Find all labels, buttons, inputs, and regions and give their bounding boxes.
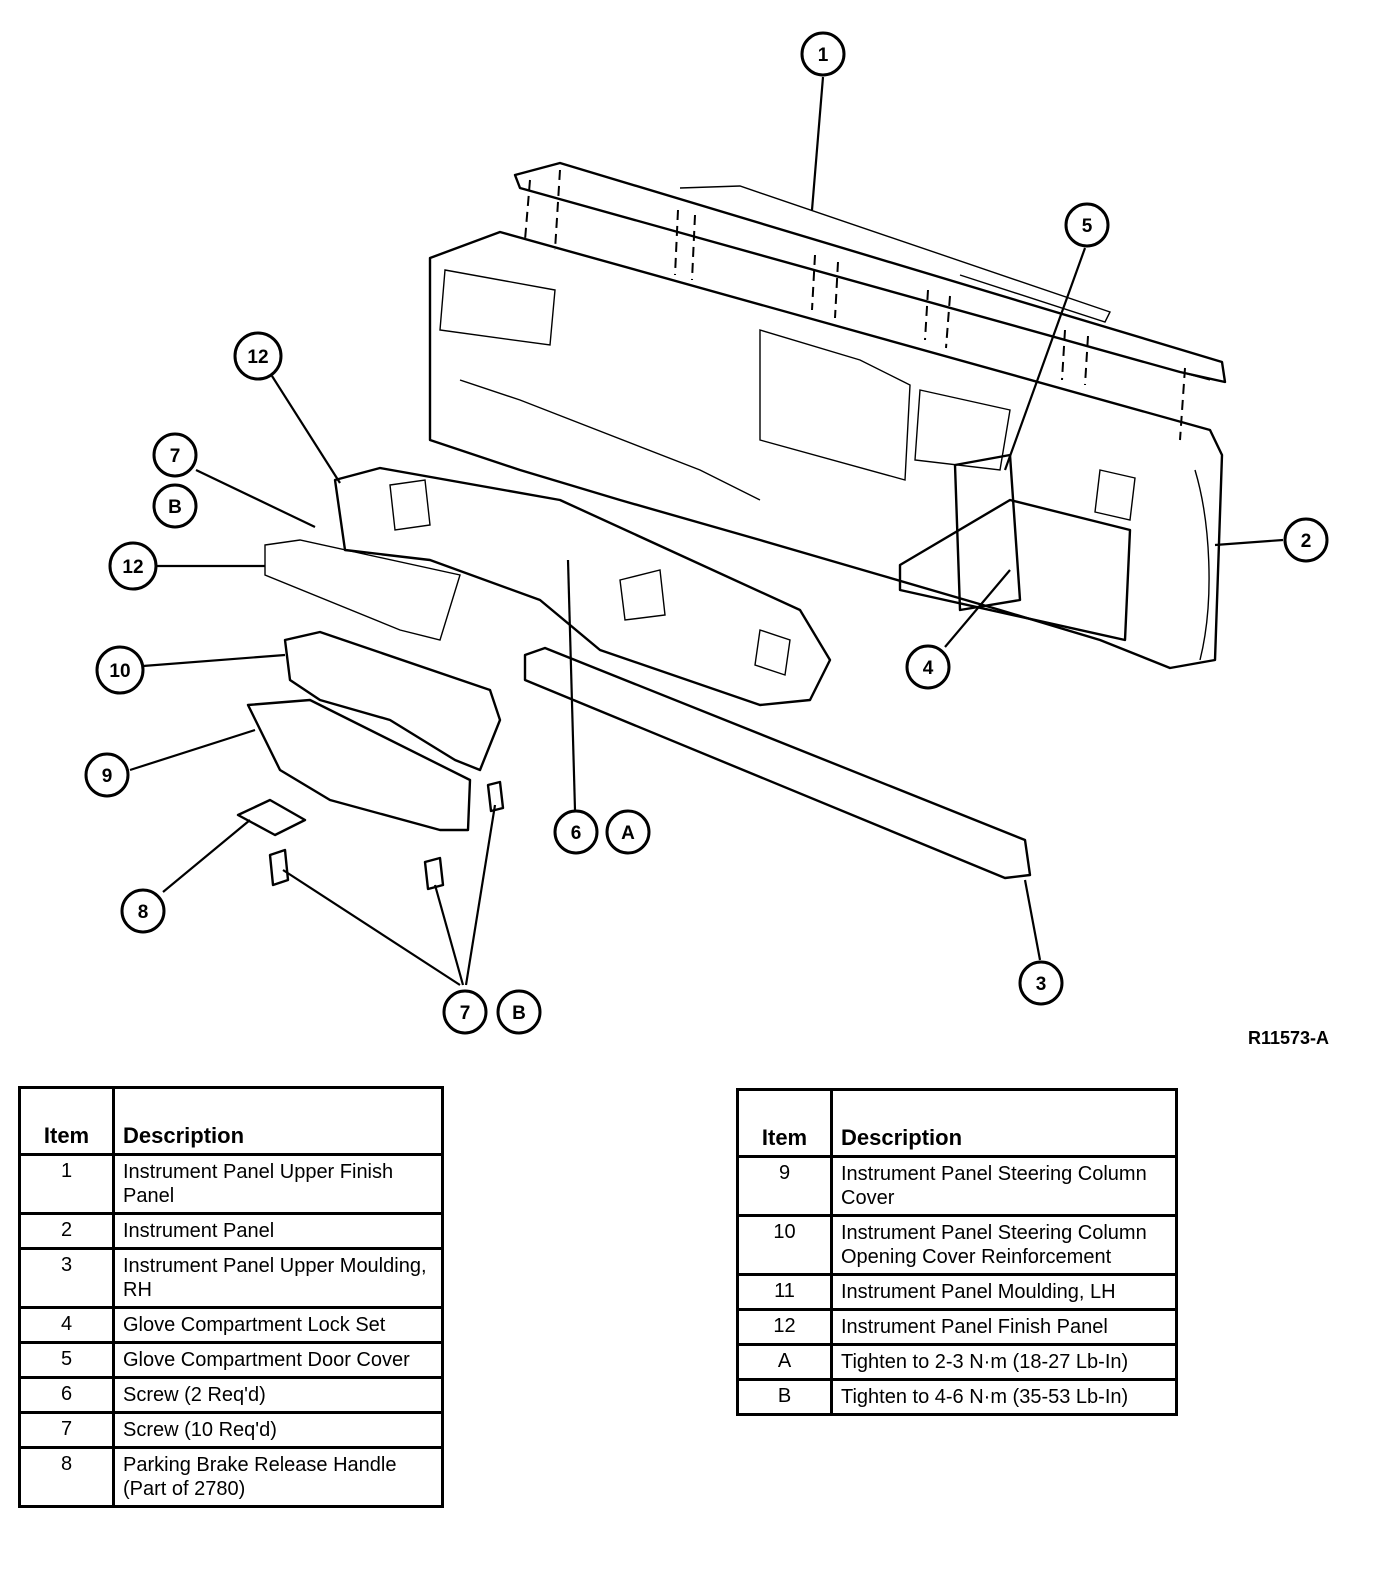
callout-B-upper: B: [152, 483, 198, 529]
callout-B-lower-label: B: [512, 1003, 526, 1024]
callout-B-lower: B: [496, 989, 542, 1035]
item-description: Glove Compartment Door Cover: [112, 1341, 444, 1379]
item-number: 4: [18, 1306, 115, 1344]
item-number: 6: [18, 1376, 115, 1414]
leader-lines: [129, 76, 1284, 986]
item-number: B: [736, 1378, 833, 1416]
callout-8: 8: [120, 888, 166, 934]
table-row: 3 Instrument Panel Upper Moulding, RH: [18, 1247, 444, 1309]
item-number: 1: [18, 1153, 115, 1215]
callout-1-label: 1: [818, 45, 829, 66]
item-number: 5: [18, 1341, 115, 1379]
item-description: Instrument Panel Steering Column Cover: [830, 1155, 1178, 1217]
callout-B-upper-label: B: [168, 497, 182, 518]
item-number: 7: [18, 1411, 115, 1449]
item-number: A: [736, 1343, 833, 1381]
table-row: 7 Screw (10 Req'd): [18, 1411, 444, 1449]
item-number: 11: [736, 1273, 833, 1311]
callout-7-lower-label: 7: [460, 1003, 471, 1024]
callout-12-upper-label: 12: [247, 347, 268, 368]
item-number: 8: [18, 1446, 115, 1508]
callout-8-label: 8: [138, 902, 149, 923]
brake-handle-and-screws-drawing: [236, 780, 505, 891]
callout-12-lower: 12: [108, 541, 158, 591]
table-row: 2 Instrument Panel: [18, 1212, 444, 1250]
item-number: 3: [18, 1247, 115, 1309]
callout-7-upper-label: 7: [170, 446, 181, 467]
item-description: Glove Compartment Lock Set: [112, 1306, 444, 1344]
callout-3-label: 3: [1036, 974, 1047, 995]
upper-moulding-rh-drawing: [523, 646, 1032, 880]
item-description: Instrument Panel Upper Finish Panel: [112, 1153, 444, 1215]
table-row: A Tighten to 2-3 N·m (18-27 Lb-In): [736, 1343, 1178, 1381]
item-description: Instrument Panel Moulding, LH: [830, 1273, 1178, 1311]
item-description: Instrument Panel Steering Column Opening…: [830, 1214, 1178, 1276]
callout-9: 9: [84, 752, 130, 798]
item-description: Instrument Panel Finish Panel: [830, 1308, 1178, 1346]
item-number: 2: [18, 1212, 115, 1250]
callout-4-label: 4: [923, 658, 934, 679]
table-row: 8 Parking Brake Release Handle (Part of …: [18, 1446, 444, 1508]
description-header: Description: [112, 1086, 444, 1156]
table-row: 4 Glove Compartment Lock Set: [18, 1306, 444, 1344]
table-row: 6 Screw (2 Req'd): [18, 1376, 444, 1414]
table-row: 11 Instrument Panel Moulding, LH: [736, 1273, 1178, 1311]
figure-reference: R11573-A: [1248, 1028, 1330, 1048]
table-row: 9 Instrument Panel Steering Column Cover: [736, 1155, 1178, 1217]
item-description: Screw (2 Req'd): [112, 1376, 444, 1414]
item-description: Instrument Panel: [112, 1212, 444, 1250]
finish-panel-drawing: [264, 466, 832, 707]
glove-door-cover-drawing: [953, 453, 1022, 612]
table-row: B Tighten to 4-6 N·m (35-53 Lb-In): [736, 1378, 1178, 1416]
callout-12-upper: 12: [233, 331, 283, 381]
table-row: 5 Glove Compartment Door Cover: [18, 1341, 444, 1379]
table-row: 12 Instrument Panel Finish Panel: [736, 1308, 1178, 1346]
table-row: 10 Instrument Panel Steering Column Open…: [736, 1214, 1178, 1276]
instrument-panel-drawing: [428, 230, 1224, 670]
item-number: 9: [736, 1155, 833, 1217]
item-description: Screw (10 Req'd): [112, 1411, 444, 1449]
callout-6: 6: [553, 809, 599, 855]
callout-A: A: [605, 809, 651, 855]
item-description: Tighten to 4-6 N·m (35-53 Lb-In): [830, 1378, 1178, 1416]
callout-9-label: 9: [102, 766, 113, 787]
callout-10: 10: [95, 645, 145, 695]
callout-2: 2: [1283, 517, 1329, 563]
callout-4: 4: [905, 644, 951, 690]
upper-finish-panel-drawing: [513, 161, 1227, 441]
item-description: Parking Brake Release Handle (Part of 27…: [112, 1446, 444, 1508]
item-description: Instrument Panel Upper Moulding, RH: [112, 1247, 444, 1309]
callout-3: 3: [1018, 960, 1064, 1006]
callout-5-label: 5: [1082, 216, 1093, 237]
table-row: 1 Instrument Panel Upper Finish Panel: [18, 1153, 444, 1215]
callout-6-label: 6: [571, 823, 582, 844]
steering-column-cover-drawing: [246, 630, 502, 832]
exploded-instrument-panel-diagram: 1 2 3 4 5 6 A 7 B 7 B 8: [84, 31, 1329, 1035]
legend-table-right: Item Description 9 Instrument Panel Stee…: [736, 1088, 1178, 1416]
item-number: 12: [736, 1308, 833, 1346]
item-header: Item: [736, 1088, 833, 1158]
item-header: Item: [18, 1086, 115, 1156]
callout-A-label: A: [621, 823, 635, 844]
callout-5: 5: [1064, 202, 1110, 248]
callout-2-label: 2: [1301, 531, 1312, 552]
callout-7-lower: 7: [442, 989, 488, 1035]
item-description: Tighten to 2-3 N·m (18-27 Lb-In): [830, 1343, 1178, 1381]
callout-1: 1: [800, 31, 846, 77]
callout-10-label: 10: [109, 661, 130, 682]
callout-12-lower-label: 12: [122, 557, 143, 578]
description-header: Description: [830, 1088, 1178, 1158]
legend-table-left: Item Description 1 Instrument Panel Uppe…: [18, 1086, 444, 1508]
item-number: 10: [736, 1214, 833, 1276]
callout-7-upper: 7: [152, 432, 198, 478]
